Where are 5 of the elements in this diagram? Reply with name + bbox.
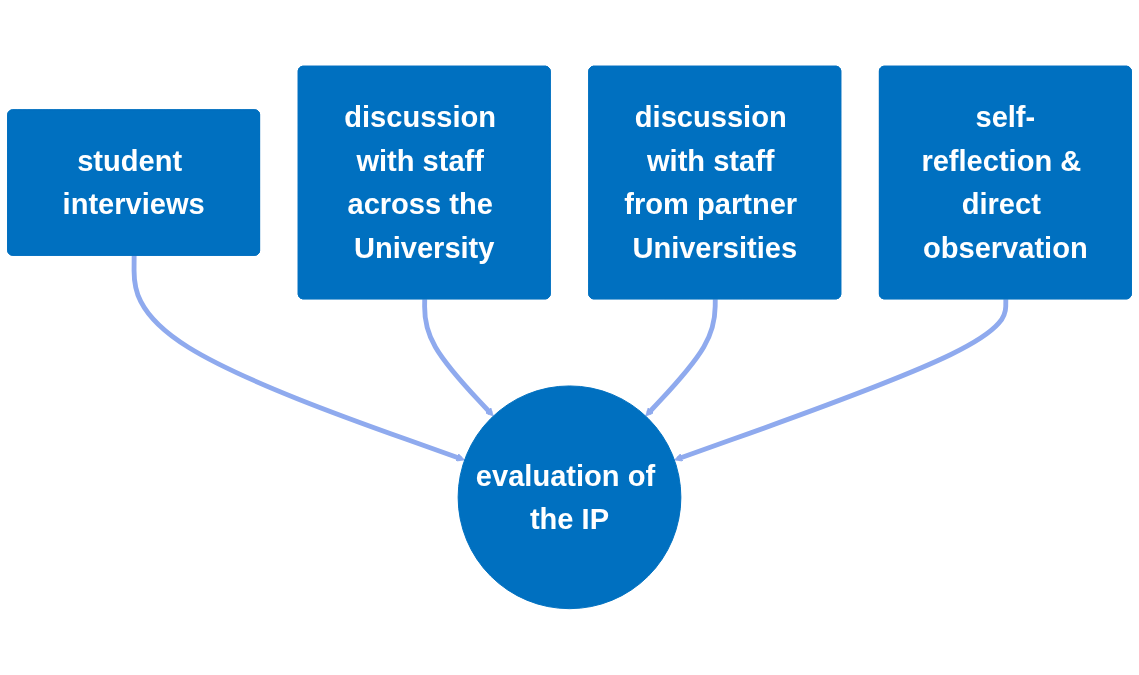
arrow: [645, 299, 718, 417]
arrow: [131, 255, 465, 462]
node-circle: evaluation of the IP: [457, 385, 682, 610]
arrow: [674, 299, 1009, 462]
arrow: [422, 299, 494, 417]
